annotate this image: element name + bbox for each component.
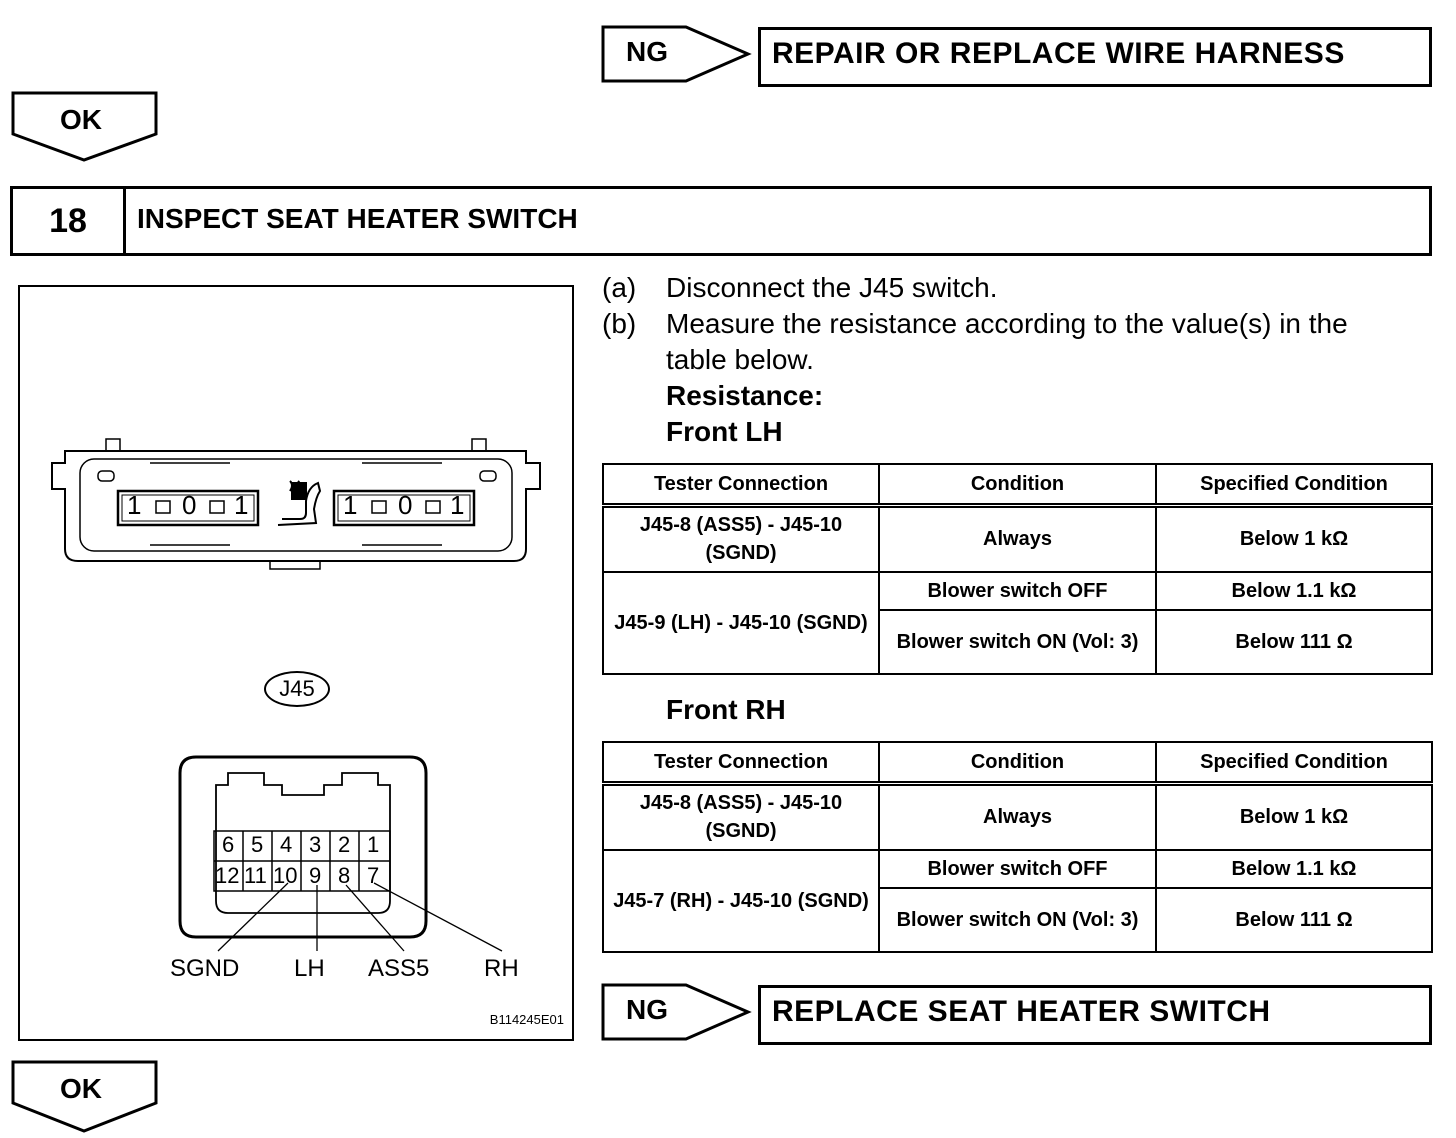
table-row: J45-9 (LH) - J45-10 (SGND) Blower switch…	[602, 570, 1433, 675]
ng-arrow-top	[601, 25, 752, 83]
callout-ass5: ASS5	[368, 955, 430, 982]
ok-label-top: OK	[60, 104, 102, 135]
front-lh-heading: Front LH	[666, 416, 783, 447]
ok-label-bottom: OK	[60, 1073, 102, 1104]
switch-panel-drawing	[51, 438, 541, 952]
left-switch-label: 1 0 1	[127, 490, 249, 520]
ng-label-bottom: NG	[626, 994, 668, 1025]
front-rh-heading: Front RH	[666, 694, 786, 725]
ok-arrow-top	[11, 91, 158, 162]
step-number: 18	[13, 189, 126, 253]
result-box-top	[758, 27, 1432, 87]
connector-figure: 1 0 1 1 0 1 J45 6 5 4 3 2 1 12 11 10 9 8…	[18, 285, 574, 1041]
table-row: Blower switch ON (Vol: 3) Below 111 Ω	[603, 608, 1433, 675]
table-row: J45-8 (ASS5) - J45-10 (SGND) Always Belo…	[602, 504, 1433, 573]
figure-id: B114245E01	[489, 1012, 564, 1027]
callout-lh: LH	[294, 955, 325, 982]
ok-arrow-bottom	[11, 1060, 158, 1133]
pin-leader-lines	[217, 882, 503, 952]
ng-label-top: NG	[626, 36, 668, 67]
table-header-row: Tester Connection Condition Specified Co…	[602, 741, 1433, 786]
step-header: 18 INSPECT SEAT HEATER SWITCH	[10, 186, 1432, 256]
table-row: J45-7 (RH) - J45-10 (SGND) Blower switch…	[602, 848, 1433, 953]
front-lh-table: Tester Connection Condition Specified Co…	[602, 463, 1433, 675]
front-rh-table: Tester Connection Condition Specified Co…	[602, 741, 1433, 953]
callout-rh: RH	[484, 955, 519, 982]
result-box-bottom	[758, 985, 1432, 1045]
table-header-row: Tester Connection Condition Specified Co…	[602, 463, 1433, 508]
callout-sgnd: SGND	[170, 955, 240, 982]
connector-label: J45	[264, 671, 330, 707]
seat-heater-icon	[277, 480, 322, 526]
resistance-label: Resistance:	[666, 380, 824, 411]
table-row: Blower switch ON (Vol: 3) Below 111 Ω	[603, 886, 1433, 953]
right-switch-label: 1 0 1	[343, 490, 465, 520]
step-title: INSPECT SEAT HEATER SWITCH	[137, 203, 578, 234]
ng-arrow-bottom	[601, 983, 752, 1041]
result-text-top: REPAIR OR REPLACE WIRE HARNESS	[772, 37, 1345, 70]
result-text-bottom: REPLACE SEAT HEATER SWITCH	[772, 995, 1271, 1028]
table-row: J45-8 (ASS5) - J45-10 (SGND) Always Belo…	[602, 782, 1433, 851]
